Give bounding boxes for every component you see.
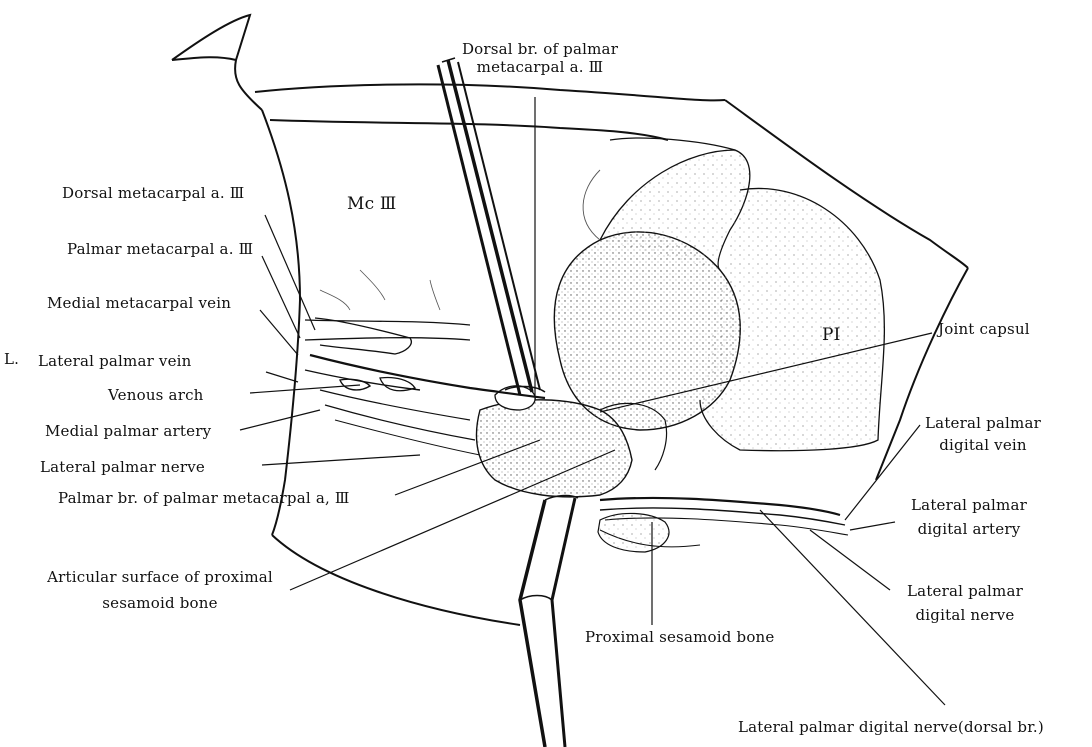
- label-mc3: Mc Ⅲ: [347, 195, 397, 213]
- retractor-upper: [438, 58, 545, 395]
- label-dorsal-br-palmar-metacarpal-line1: Dorsal br. of palmar: [460, 40, 620, 58]
- label-lateral-palmar-digital-nerve: Lateral palmar digital nerve: [900, 582, 1030, 624]
- label-lateral-palmar-digital-vein-line2: digital vein: [918, 436, 1048, 454]
- label-palmar-metacarpal: Palmar metacarpal a. Ⅲ: [67, 240, 253, 258]
- label-lateral-palmar-digital-vein: Lateral palmar digital vein: [918, 414, 1048, 454]
- label-dorsal-br-palmar-metacarpal: Dorsal br. of palmar metacarpal a. Ⅲ: [460, 40, 620, 76]
- condyle-and-phalanx: [554, 138, 884, 451]
- label-lateral-palmar-digital-nerve-dorsal-br: Lateral palmar digital nerve(dorsal br.): [738, 718, 1044, 736]
- label-lateral-palmar-vein: Lateral palmar vein: [38, 352, 192, 370]
- retractor-lower: [520, 496, 578, 747]
- label-venous-arch: Venous arch: [108, 386, 204, 404]
- label-articular-surface-line2: sesamoid bone: [25, 594, 295, 612]
- label-lateral-palmar-digital-nerve-line2: digital nerve: [900, 606, 1030, 624]
- metacarpal-bone: [305, 270, 470, 354]
- proximal-sesamoid: [598, 513, 669, 552]
- label-articular-surface: Articular surface of proximal sesamoid b…: [25, 568, 295, 612]
- label-lateral-palmar-digital-artery: Lateral palmar digital artery: [904, 496, 1034, 538]
- label-lateral-palmar-digital-nerve-line1: Lateral palmar: [900, 582, 1030, 600]
- label-proximal-sesamoid: Proximal sesamoid bone: [585, 628, 775, 646]
- label-lateral-palmar-digital-artery-line1: Lateral palmar: [904, 496, 1034, 514]
- label-lateral-palmar-digital-artery-line2: digital artery: [904, 520, 1034, 538]
- label-palmar-br-palmar-metacarpal: Palmar br. of palmar metacarpal a, Ⅲ: [58, 489, 350, 507]
- label-dorsal-metacarpal: Dorsal metacarpal a. Ⅲ: [62, 184, 244, 202]
- label-lateral-palmar-nerve: Lateral palmar nerve: [40, 458, 205, 476]
- label-dorsal-br-palmar-metacarpal-line2: metacarpal a. Ⅲ: [460, 58, 620, 76]
- label-medial-metacarpal-vein: Medial metacarpal vein: [47, 294, 231, 312]
- label-lateral-palmar-digital-vein-line1: Lateral palmar: [918, 414, 1048, 432]
- label-joint-capsul: Joint capsul: [938, 320, 1030, 338]
- label-p1: PI: [822, 326, 841, 344]
- label-l-marker: L.: [4, 350, 19, 368]
- label-articular-surface-line1: Articular surface of proximal: [25, 568, 295, 586]
- label-medial-palmar-artery: Medial palmar artery: [45, 422, 211, 440]
